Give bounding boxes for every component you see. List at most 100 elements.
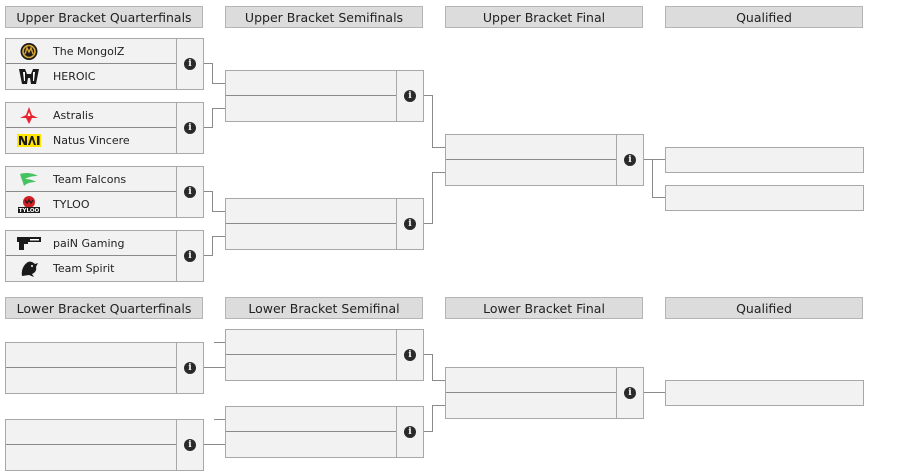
team-slot[interactable]: Natus Vincere [6,128,177,153]
team-slot[interactable] [6,368,177,393]
team-slot[interactable] [446,160,617,185]
info-icon[interactable]: i [184,58,196,70]
match-info[interactable]: i [176,420,203,470]
team-slot[interactable] [6,420,177,445]
connector [212,211,225,212]
info-icon[interactable]: i [624,387,636,399]
team-slot[interactable]: paiN Gaming [6,231,177,256]
header-upper-final: Upper Bracket Final [445,6,643,28]
info-icon[interactable]: i [404,349,416,361]
match-info[interactable]: i [176,343,203,393]
qualified-slot-upper-1 [665,147,864,173]
match-info[interactable]: i [616,368,643,418]
match-lower-qf-1[interactable]: i [5,342,204,394]
connector [424,431,433,432]
team-slot[interactable] [226,330,397,355]
connector [212,63,213,83]
team-slot[interactable] [226,407,397,432]
match-info[interactable]: i [396,71,423,121]
team-name: The MongolZ [53,45,125,58]
divider [226,431,397,432]
connector [432,95,433,147]
team-slot[interactable]: HEROIC [6,64,177,89]
header-lower-qualified: Qualified [665,297,863,319]
team-name: paiN Gaming [53,237,125,250]
qualified-slot-upper-2 [665,185,864,211]
team-slot[interactable] [6,445,177,470]
match-upper-final[interactable]: i [445,134,644,186]
connector [204,444,225,445]
connector [432,172,433,224]
team-slot[interactable]: Team Spirit [6,256,177,281]
connector [644,392,665,393]
match-info[interactable]: i [396,407,423,457]
match-upper-sf-1[interactable]: i [225,70,424,122]
team-slot[interactable]: The MongolZ [6,39,177,64]
divider [6,444,177,445]
match-info[interactable]: i [396,199,423,249]
info-icon[interactable]: i [184,122,196,134]
connector [204,191,213,192]
divider [6,367,177,368]
connector [652,197,665,198]
connector [424,354,433,355]
team-name: TYLOO [53,198,90,211]
connector [432,405,433,432]
divider [6,63,177,64]
team-slot[interactable] [226,224,397,249]
team-slot[interactable] [226,96,397,121]
match-info[interactable]: i [176,231,203,281]
team-slot[interactable] [226,432,397,457]
match-lower-sf-2[interactable]: i [225,406,424,458]
match-upper-sf-2[interactable]: i [225,198,424,250]
match-lower-qf-2[interactable]: i [5,419,204,471]
team-slot[interactable] [446,393,617,418]
match-upper-qf-1[interactable]: The MongolZ HEROIC i [5,38,204,90]
connector [212,83,225,84]
astralis-icon [20,107,38,124]
team-name: Team Falcons [53,173,127,186]
team-slot[interactable]: Astralis [6,103,177,128]
match-info[interactable]: i [176,167,203,217]
connector [212,236,225,237]
match-info[interactable]: i [176,39,203,89]
info-icon[interactable]: i [184,186,196,198]
team-slot[interactable]: Team Falcons [6,167,177,192]
match-info[interactable]: i [616,135,643,185]
info-icon[interactable]: i [624,154,636,166]
team-slot[interactable] [446,135,617,160]
match-upper-qf-2[interactable]: Astralis Natus Vincere i [5,102,204,154]
divider [226,223,397,224]
info-icon[interactable]: i [184,250,196,262]
match-info[interactable]: i [176,103,203,153]
connector [432,380,445,381]
falcons-icon [20,172,38,186]
team-slot[interactable] [226,71,397,96]
team-slot[interactable] [226,355,397,380]
connector [432,354,433,380]
header-upper-quarterfinals: Upper Bracket Quarterfinals [5,6,203,28]
connector [214,419,225,420]
divider [226,95,397,96]
match-info[interactable]: i [396,330,423,380]
info-icon[interactable]: i [184,362,196,374]
header-lower-final: Lower Bracket Final [445,297,643,319]
team-slot[interactable] [446,368,617,393]
connector [212,236,213,256]
team-slot[interactable] [226,199,397,224]
match-lower-final[interactable]: i [445,367,644,419]
divider [6,191,177,192]
info-icon[interactable]: i [404,426,416,438]
team-slot[interactable]: TYLOO TYLOO [6,192,177,217]
match-lower-sf-1[interactable]: i [225,329,424,381]
info-icon[interactable]: i [404,90,416,102]
match-upper-qf-3[interactable]: Team Falcons TYLOO TYLOO i [5,166,204,218]
connector [204,367,225,368]
info-icon[interactable]: i [404,218,416,230]
match-upper-qf-4[interactable]: paiN Gaming Team Spirit i [5,230,204,282]
team-slot[interactable] [6,343,177,368]
info-icon[interactable]: i [184,439,196,451]
connector [204,63,213,64]
navi-icon [17,134,41,147]
connector [644,159,665,160]
